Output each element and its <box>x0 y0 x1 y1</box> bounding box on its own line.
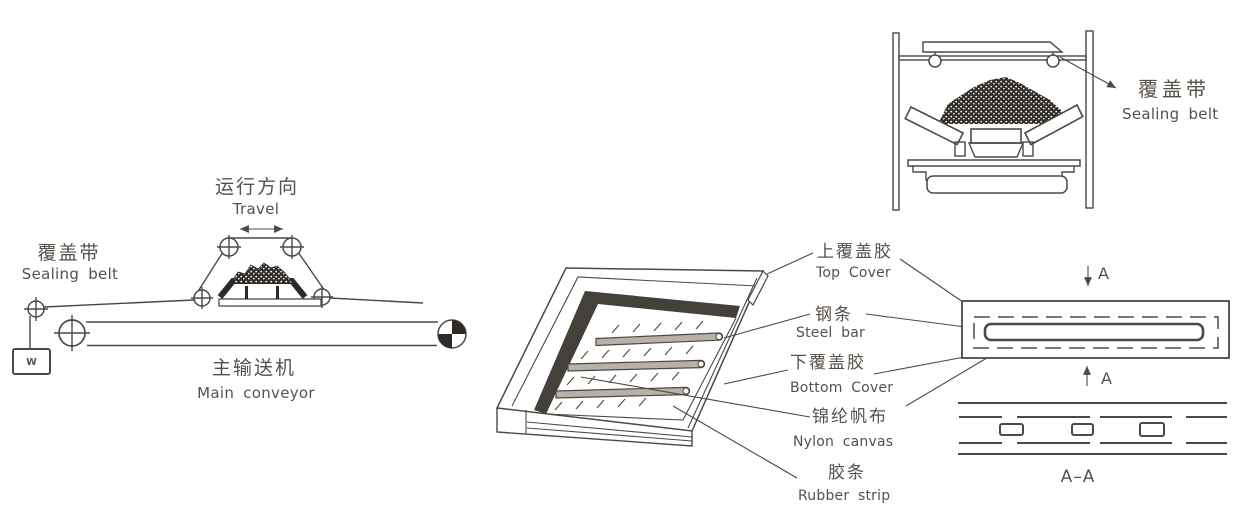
slab-end-face <box>747 269 769 307</box>
right-post <box>1085 30 1094 209</box>
hanger-bar <box>898 55 1087 61</box>
cross-section-diagram: 覆盖带 Sealing belt <box>892 30 1218 211</box>
pulley-icon <box>280 235 304 259</box>
belt-outline <box>961 300 1230 359</box>
main-conveyor-lines <box>86 321 438 347</box>
top-cover-label-zh: 上覆盖胶 <box>817 242 893 262</box>
pulley-icon <box>191 287 213 309</box>
top-cover-cut-band <box>534 291 740 414</box>
bottom-cover-label-en: Bottom Cover <box>790 380 893 396</box>
hidden-layer-outline <box>973 316 1219 349</box>
counterweight: W <box>12 316 51 375</box>
main-conveyor-label-en: Main conveyor <box>197 384 315 402</box>
belt-layer-diagram: 上覆盖胶 Top Cover 钢条 Steel bar 下覆盖胶 Bottom … <box>495 242 1003 504</box>
side-view-diagram: W <box>12 176 467 402</box>
pulley-icon <box>24 297 48 321</box>
steel-bar-section <box>999 423 1024 436</box>
cross-sealing-belt-label-en: Sealing belt <box>1122 105 1218 123</box>
nylon-canvas-label-en: Nylon canvas <box>793 434 893 450</box>
steel-bar-section <box>1071 423 1094 436</box>
section-marker-bottom: A <box>1101 369 1112 388</box>
section-marker-top: A <box>1098 264 1109 283</box>
drive-pulley-icon <box>437 319 467 349</box>
cross-sealing-belt-label-zh: 覆盖带 <box>1138 77 1210 101</box>
support-platform <box>907 159 1081 167</box>
roller-icon <box>928 54 942 68</box>
rubber-strip-label-en: Rubber strip <box>798 488 890 504</box>
material-pile <box>938 77 1068 124</box>
sealing-belt-bar <box>922 41 1064 53</box>
main-conveyor-label-zh: 主输送机 <box>212 357 296 379</box>
bottom-cover-label-zh: 下覆盖胶 <box>790 353 866 373</box>
section-aa-diagram: A–A <box>958 402 1227 487</box>
sealing-belt-line <box>43 237 424 308</box>
plan-view-diagram: A A <box>961 264 1230 388</box>
tail-pulley-icon <box>54 315 90 351</box>
counterweight-label: W <box>26 357 37 368</box>
material-pile <box>230 262 294 284</box>
sealing-belt-label-zh: 覆盖带 <box>37 242 100 264</box>
sealing-belt-label-en: Sealing belt <box>22 265 118 283</box>
steel-bar-slot <box>983 322 1205 342</box>
section-title: A–A <box>1061 467 1096 487</box>
steel-bar-label-en: Steel bar <box>796 325 865 341</box>
canvas-texture-dashes <box>554 320 704 411</box>
trough-idlers <box>904 103 1084 158</box>
travel-label-zh: 运行方向 <box>215 176 299 198</box>
trough-base <box>218 298 322 307</box>
layer-labels: 上覆盖胶 Top Cover 钢条 Steel bar 下覆盖胶 Bottom … <box>790 242 893 504</box>
return-belt <box>926 175 1068 194</box>
rubber-strip-label-zh: 胶条 <box>828 463 866 483</box>
left-post <box>892 32 900 211</box>
steel-bar-label-zh: 钢条 <box>815 305 853 325</box>
loading-trough <box>217 262 322 307</box>
counterweight-box <box>12 348 51 375</box>
pulley-icon <box>217 235 241 259</box>
travel-label-en: Travel <box>232 200 279 218</box>
top-cover-label-en: Top Cover <box>815 265 891 281</box>
sealing-belt-leader-arrow <box>1059 56 1117 89</box>
nylon-canvas-label-zh: 锦纶帆布 <box>812 407 888 427</box>
steel-bar-section <box>1139 422 1165 437</box>
belt-slab-front-face <box>496 408 693 447</box>
pulley-icons <box>24 235 467 351</box>
roller-icon <box>1046 54 1060 68</box>
